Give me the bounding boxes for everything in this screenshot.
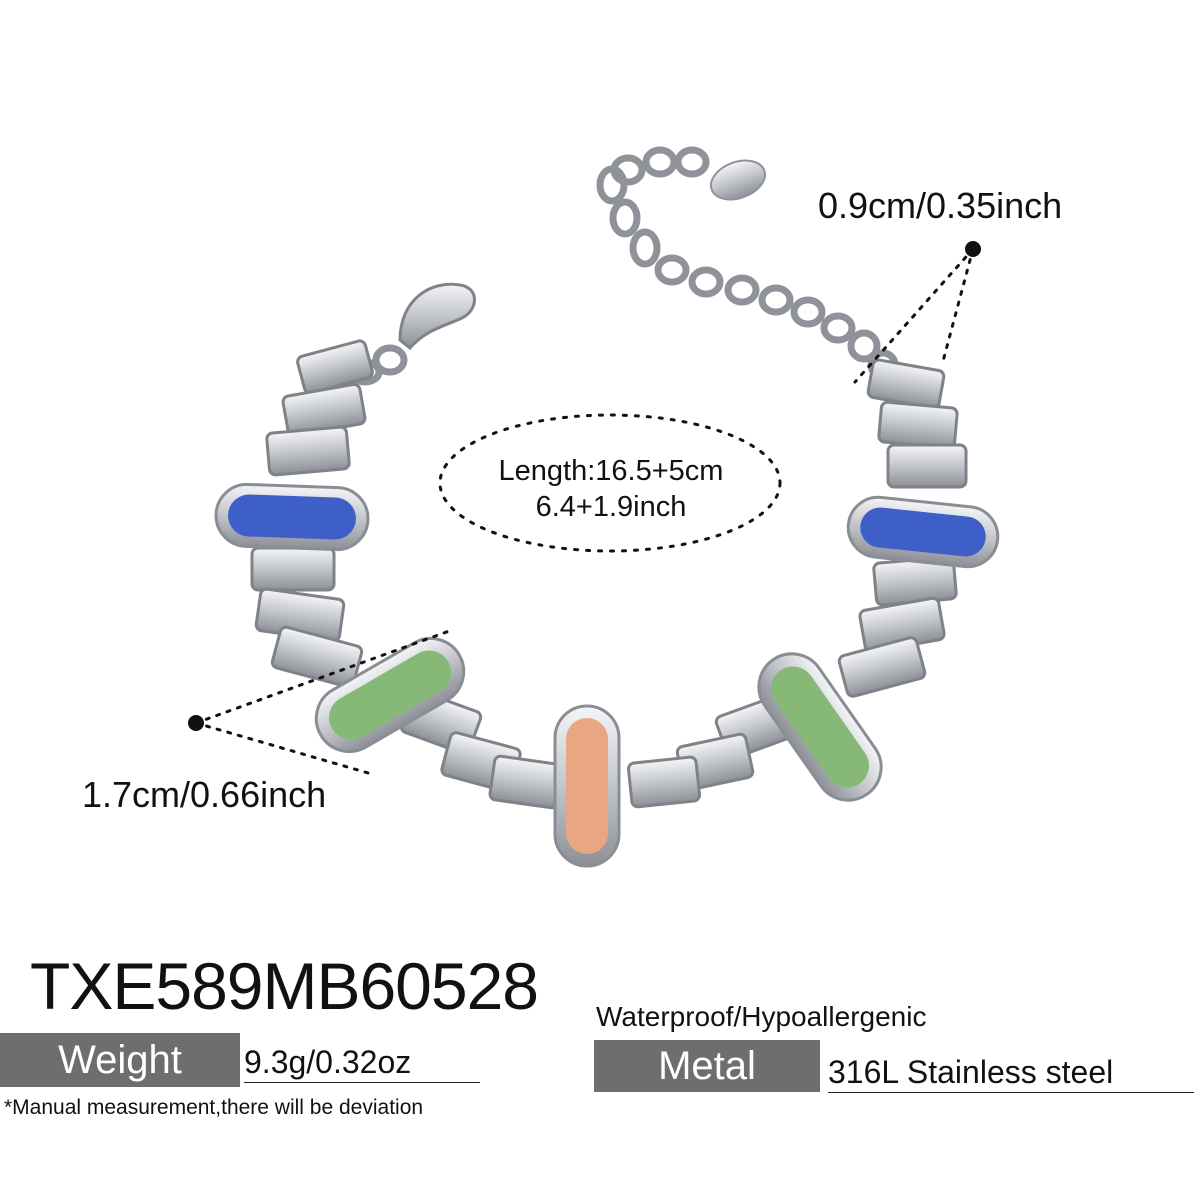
features-label: Waterproof/Hypoallergenic bbox=[596, 1001, 927, 1032]
chain-width-label: 0.9cm/0.35inch bbox=[818, 185, 1063, 226]
weight-label: Weight bbox=[0, 1033, 240, 1087]
metal-label: Metal bbox=[594, 1040, 820, 1092]
length-cm: Length:16.5+5cm bbox=[498, 455, 724, 487]
stone-green-right bbox=[757, 652, 883, 802]
chain-width-pointer bbox=[853, 247, 975, 384]
length-label: Length:16.5+5cm 6.4+1.9inch bbox=[442, 453, 780, 525]
length-inch: 6.4+1.9inch bbox=[535, 491, 687, 523]
stone-blue-left bbox=[214, 482, 370, 552]
weight-value: 9.3g/0.32oz bbox=[244, 1046, 480, 1083]
watch-links-left bbox=[250, 339, 564, 810]
bead-width-pointer bbox=[194, 628, 454, 777]
bead-width-dot bbox=[188, 715, 204, 731]
steel-tag bbox=[709, 159, 767, 201]
length-ellipse bbox=[438, 413, 782, 553]
stone-blue-right bbox=[846, 495, 1000, 569]
stone-green-left bbox=[314, 637, 466, 753]
chain-width-dot bbox=[965, 241, 981, 257]
metal-value: 316L Stainless steel bbox=[828, 1056, 1194, 1093]
stone-peach-center bbox=[553, 704, 621, 868]
bead-width-label: 1.7cm/0.66inch bbox=[82, 774, 327, 815]
measurement-disclaimer: *Manual measurement,there will be deviat… bbox=[4, 1096, 424, 1119]
product-sku: TXE589MB60528 bbox=[30, 949, 539, 1023]
